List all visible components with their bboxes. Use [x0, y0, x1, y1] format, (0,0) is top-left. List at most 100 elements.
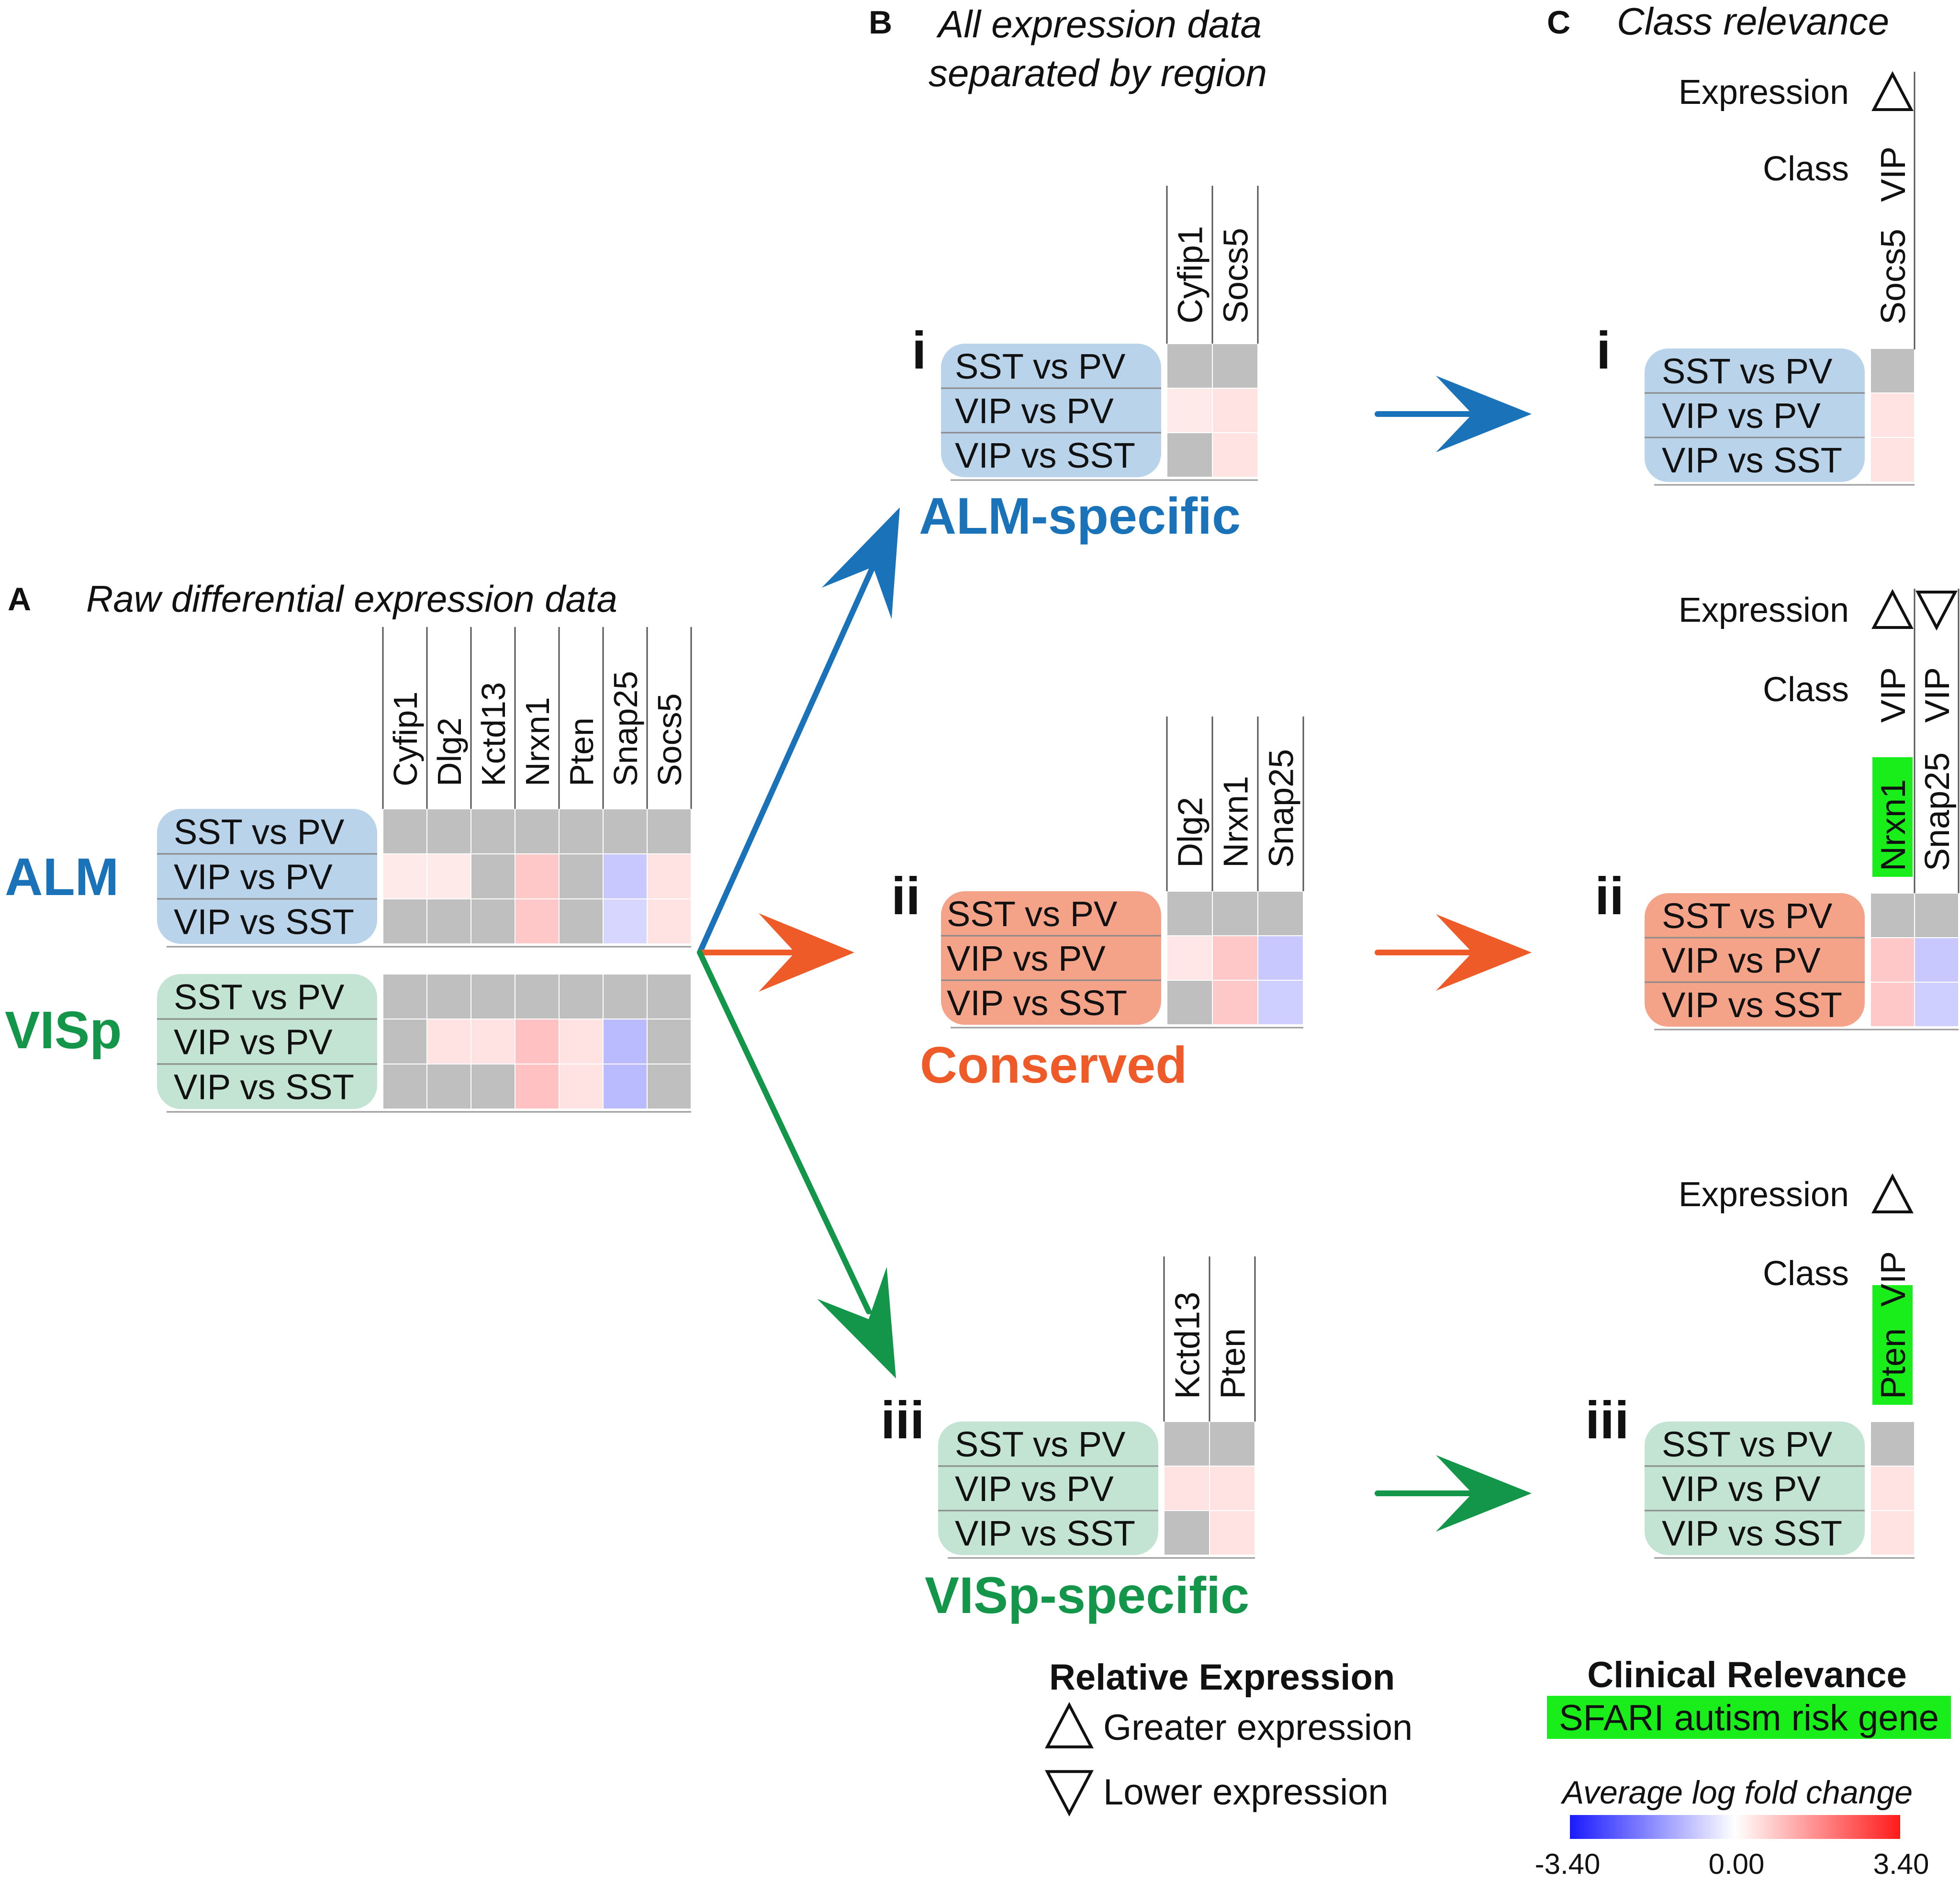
- b-conserved-gene-label: Dlg2: [1171, 797, 1210, 868]
- alm-raw-cell: [603, 853, 648, 899]
- c-alm-expression-label: Expression: [1679, 73, 1849, 112]
- color-scale-title: Average log fold change: [1560, 1774, 1913, 1811]
- visp-raw-cell: [382, 1019, 427, 1064]
- alm-raw-cell: [515, 808, 560, 854]
- visp-raw-cell: [382, 1064, 427, 1109]
- b-alm-label-box: [941, 344, 1161, 477]
- c-conserved-class-value: VIP: [1874, 667, 1913, 723]
- visp-raw-cell: [515, 974, 560, 1019]
- visp-raw-cell: [515, 1064, 560, 1109]
- alm-raw-cell: [559, 808, 604, 854]
- b-alm-specific-label: ALM-specific: [919, 487, 1241, 545]
- visp-raw-cell: [382, 974, 427, 1019]
- c-visp-sfari-highlight: [1872, 1285, 1913, 1405]
- visp-raw-cell: [470, 1064, 515, 1109]
- raw-gene-label: Pten: [563, 717, 600, 786]
- c-visp-expression-label: Expression: [1679, 1176, 1849, 1214]
- b-conserved-cell: [1257, 980, 1304, 1025]
- alm-raw-cell: [647, 853, 692, 899]
- raw-gene-label: Snap25: [607, 671, 644, 786]
- c-conserved-cell: [1870, 893, 1915, 938]
- b-conserved-cell: [1166, 980, 1213, 1025]
- panel-c-letter: C: [1547, 4, 1570, 41]
- b-alm-row-label: VIP vs SST: [955, 436, 1135, 475]
- c-conserved-label-box: [1645, 893, 1865, 1027]
- visp-raw-cell: [426, 974, 471, 1019]
- visp-raw-cell: [603, 974, 648, 1019]
- alm-raw-cell: [603, 898, 648, 944]
- sfari-legend-label: SFARI autism risk gene: [1559, 1698, 1939, 1738]
- b-alm-cell: [1166, 343, 1213, 389]
- b-roman-iii: iii: [881, 1391, 925, 1450]
- c-conserved-row-label: SST vs PV: [1662, 896, 1833, 936]
- b-visp-cell: [1209, 1421, 1255, 1467]
- alm-branch-arrow: [697, 557, 879, 955]
- b-visp-cell: [1164, 1466, 1210, 1511]
- c-visp-row-label: SST vs PV: [1662, 1424, 1833, 1464]
- alm-raw-cell: [470, 853, 515, 899]
- raw-gene-label: Kctd13: [475, 682, 512, 786]
- c-conserved-class-label: Class: [1763, 671, 1849, 709]
- color-scale-min-label: -3.40: [1535, 1848, 1601, 1880]
- alm-raw-cell: [382, 808, 427, 854]
- alm-raw-cell: [426, 898, 471, 944]
- alm-raw-cell: [382, 853, 427, 899]
- c-alm-cell: [1870, 392, 1915, 438]
- c-alm-label-box: [1645, 348, 1865, 482]
- lower-expression-triangle-icon: [1045, 1770, 1094, 1817]
- region-label-visp: VISp: [5, 1001, 122, 1060]
- c-conserved-expression-down-icon: [1915, 590, 1958, 631]
- c-roman-iii: iii: [1585, 1391, 1629, 1450]
- alm-branch-arrowhead: [821, 507, 900, 619]
- b-alm-row-label: VIP vs PV: [955, 391, 1114, 431]
- c-alm-class-value: VIP: [1874, 146, 1913, 202]
- alm-raw-cell: [515, 853, 560, 899]
- visp-raw-cell: [647, 974, 692, 1019]
- b-conserved-cell: [1257, 935, 1304, 981]
- alm-raw-label-box: [157, 809, 377, 944]
- panel-c-title: Class relevance: [1617, 0, 1889, 43]
- b-alm-cell: [1212, 432, 1258, 478]
- visp-raw-row-label: VIP vs SST: [174, 1067, 354, 1107]
- color-scale-bar: [1570, 1815, 1900, 1839]
- visp-raw-label-box: [157, 974, 377, 1109]
- c-visp-cell: [1870, 1510, 1915, 1556]
- c-alm-class-label: Class: [1763, 150, 1849, 188]
- visp-raw-cell: [426, 1019, 471, 1064]
- lower-expression-label: Lower expression: [1103, 1772, 1389, 1813]
- c-conserved-class-value: VIP: [1918, 667, 1957, 723]
- panel-b-title-line2: separated by region: [929, 52, 1267, 94]
- b-conserved-cell: [1212, 891, 1258, 936]
- b-alm-row-label: SST vs PV: [955, 347, 1126, 386]
- region-label-alm: ALM: [5, 848, 119, 907]
- b-alm-cell: [1166, 388, 1213, 433]
- alm-raw-cell: [559, 853, 604, 899]
- c-roman-i: i: [1596, 321, 1611, 380]
- b-visp-cell: [1209, 1510, 1255, 1556]
- visp-raw-cell: [559, 1019, 604, 1064]
- c-conserved-cell: [1870, 937, 1915, 983]
- c-conserved-gene-label: Snap25: [1918, 752, 1957, 871]
- panel-a-letter: A: [8, 581, 31, 617]
- sfari-legend-swatch: [1547, 1696, 1951, 1739]
- b-conserved-label-box: [941, 891, 1161, 1025]
- panel-a-title: Raw differential expression data: [86, 578, 617, 620]
- alm-raw-cell: [382, 898, 427, 944]
- b-conserved-cell: [1212, 935, 1258, 981]
- c-visp-class-label: Class: [1763, 1255, 1849, 1293]
- alm-raw-cell: [647, 898, 692, 944]
- b-visp-row-label: SST vs PV: [955, 1424, 1126, 1464]
- c-visp-row-label: VIP vs SST: [1662, 1513, 1842, 1553]
- visp-raw-cell: [470, 1019, 515, 1064]
- raw-gene-label: Cyfip1: [387, 692, 424, 786]
- visp-raw-row-label: VIP vs PV: [174, 1022, 333, 1062]
- c-conserved-expression-label: Expression: [1679, 591, 1849, 629]
- alm-raw-cell: [426, 853, 471, 899]
- b-visp-specific-label: VISp-specific: [925, 1566, 1249, 1624]
- alm-raw-cell: [470, 898, 515, 944]
- c-visp-row-label: VIP vs PV: [1662, 1469, 1821, 1509]
- color-scale-mid-label: 0.00: [1709, 1848, 1765, 1880]
- c-visp-cell: [1870, 1466, 1915, 1511]
